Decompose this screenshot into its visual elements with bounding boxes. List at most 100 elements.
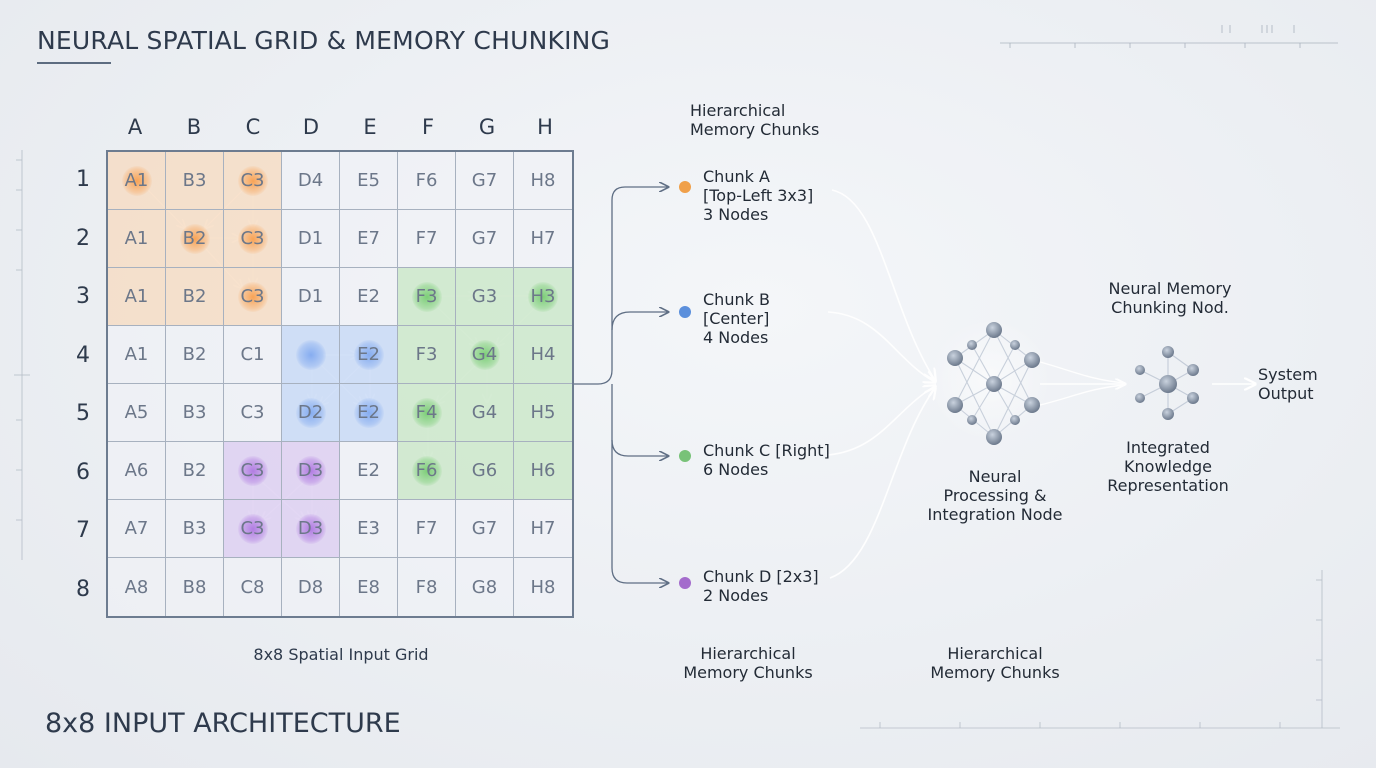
grid-cell-label: H7: [530, 228, 556, 249]
chunk-c-name: Chunk C [Right]: [703, 441, 830, 460]
column-label: D: [302, 115, 320, 139]
grid-cell: H3: [514, 268, 572, 326]
grid-cell: A1: [108, 210, 166, 268]
grid-cell: D1: [282, 268, 340, 326]
bottom-label-chunks: Hierarchical Memory Chunks: [683, 644, 813, 682]
grid-cell-label: E2: [357, 286, 380, 307]
grid-cell-label: G3: [471, 286, 498, 307]
column-label: B: [186, 115, 202, 139]
grid-cell-label: H8: [530, 170, 556, 191]
grid-cell-label: B3: [182, 402, 207, 423]
grid-cell: C3: [224, 268, 282, 326]
grid-cell-label: B2: [182, 344, 207, 365]
grid-cell: F6: [398, 442, 456, 500]
grid-cell-label: A5: [124, 402, 149, 423]
chunks-heading: Hierarchical Memory Chunks: [690, 101, 820, 139]
grid-cell: E8: [340, 558, 398, 616]
grid-cell-label: C3: [240, 228, 265, 249]
ruler-left: [14, 150, 30, 560]
grid-cell: D8: [282, 558, 340, 616]
grid-cell: B2: [166, 268, 224, 326]
row-label: 1: [76, 167, 90, 192]
grid-cell-label: F3: [415, 344, 438, 365]
column-label: C: [245, 115, 261, 139]
column-label: F: [421, 115, 435, 139]
grid-cell-label: A1: [124, 286, 149, 307]
grid-cell-label: D1: [297, 286, 324, 307]
grid-cell-label: D4: [297, 170, 324, 191]
grid-cell-label: C3: [240, 518, 265, 539]
grid-cell-label: A7: [124, 518, 149, 539]
grid-cell-label: F6: [415, 170, 438, 191]
row-label: 8: [76, 577, 90, 602]
grid-cell-label: H7: [530, 518, 556, 539]
grid-cell: C8: [224, 558, 282, 616]
grid-cell: B3: [166, 152, 224, 210]
grid-cell-label: A1: [124, 228, 149, 249]
grid-cell: G7: [456, 152, 514, 210]
grid-cell: H7: [514, 500, 572, 558]
grid-cell: H8: [514, 558, 572, 616]
grid-cell: D3: [282, 500, 340, 558]
chunk-d-dot: [679, 577, 691, 589]
grid-cell-label: D8: [297, 576, 324, 598]
chunk-b: Chunk B [Center] 4 Nodes: [703, 290, 770, 347]
grid-cell-label: E3: [357, 518, 380, 539]
chunk-b-color-dot: [679, 306, 691, 318]
grid-cell-label: H3: [530, 286, 556, 307]
grid-cell-label: H6: [530, 460, 556, 481]
grid-cell: A6: [108, 442, 166, 500]
grid-cell: D1: [282, 210, 340, 268]
chunk-c-nodes: 6 Nodes: [703, 460, 769, 479]
chunk-b-dot: [679, 306, 691, 318]
grid-cell-label: F8: [415, 576, 438, 598]
grid-cell-label: D2: [297, 402, 324, 423]
grid-cell: G7: [456, 210, 514, 268]
grid-cell: G8: [456, 558, 514, 616]
row-label: 6: [76, 460, 90, 485]
grid-cell: C3: [224, 152, 282, 210]
grid-cell-label: B2: [182, 286, 207, 307]
grid-cell: E3: [340, 500, 398, 558]
grid-cell: E2: [340, 384, 398, 442]
chunk-connectors: [574, 187, 668, 583]
grid-cell: A7: [108, 500, 166, 558]
grid-cell-label: D3: [297, 518, 324, 539]
bottom-label-memory: Hierarchical Memory Chunks: [930, 644, 1060, 682]
grid-cell-label: E2: [357, 460, 380, 481]
knowledge-label: Integrated Knowledge Representation: [1107, 438, 1229, 495]
row-label: 5: [76, 401, 90, 426]
grid-cell-label: D1: [297, 228, 324, 249]
grid-cell: G4: [456, 384, 514, 442]
column-label: H: [537, 115, 553, 139]
grid-cell: A5: [108, 384, 166, 442]
grid-cell: [282, 326, 340, 384]
grid-cell-label: B3: [182, 170, 207, 191]
grid-cell: F7: [398, 500, 456, 558]
row-label: 3: [76, 284, 90, 309]
system-output-label: System Output: [1258, 365, 1318, 403]
chunk-c-color-dot: [679, 450, 691, 462]
grid-cell-label: A1: [124, 170, 149, 191]
ruler-top-right: [1000, 25, 1338, 48]
grid-cell-label: A1: [124, 344, 149, 365]
grid-cell-label: E7: [357, 228, 380, 249]
chunk-a-dot: [679, 181, 691, 193]
grid-cell-label: C3: [240, 402, 265, 423]
chunk-a-name: Chunk A: [703, 167, 770, 186]
grid-cell: A8: [108, 558, 166, 616]
neural-processing-network: [928, 318, 1052, 445]
grid-cell: B2: [166, 210, 224, 268]
grid-cell: F3: [398, 268, 456, 326]
grid-cell-label: E2: [357, 344, 380, 365]
grid-cell: H5: [514, 384, 572, 442]
grid-cell-label: B2: [182, 460, 207, 481]
grid-cell: G7: [456, 500, 514, 558]
chunk-d: Chunk D [2x3] 2 Nodes: [703, 567, 819, 605]
grid-cell-label: F7: [415, 228, 438, 249]
chunk-a-nodes: 3 Nodes: [703, 205, 769, 224]
grid-cell-label: H4: [530, 344, 556, 365]
grid-cell: A1: [108, 152, 166, 210]
grid-cell-label: E2: [357, 402, 380, 423]
